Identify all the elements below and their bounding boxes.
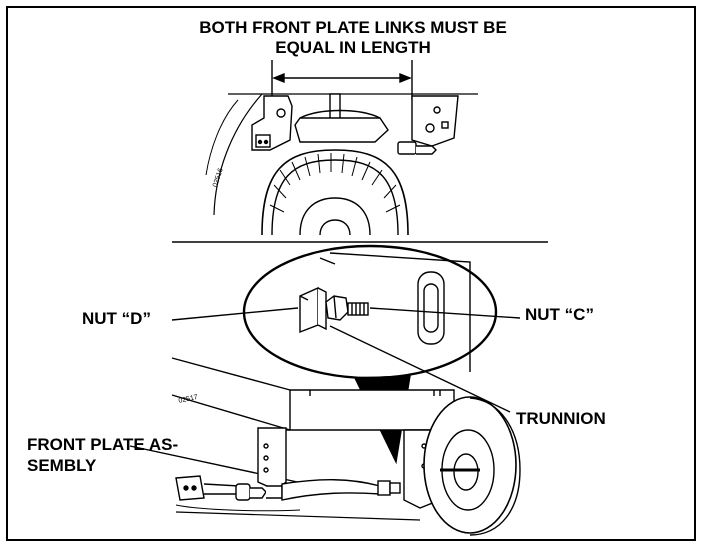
front-plate-assembly-label-line-1: FRONT PLATE AS- [27,435,179,454]
trunnion-label: TRUNNION [516,409,606,428]
nut-c-label: NUT “C” [525,305,594,324]
front-plate-link-rod [175,475,401,501]
length-dimension-arrow [271,60,413,100]
diagram-title-line-1: BOTH FRONT PLATE LINKS MUST BE [199,18,507,37]
diagram-title-line-2: EQUAL IN LENGTH [275,38,431,57]
front-plate-assembly-label-line-2: SEMBLY [27,456,97,475]
left-front-bracket [251,95,293,151]
right-front-bracket [397,95,459,155]
detail-magnifier [242,244,498,380]
front-tire-top-view [261,149,409,236]
left-deck-bracket [257,427,287,491]
threaded-stud [347,302,369,316]
figure-border [6,6,696,541]
front-tire [423,396,521,536]
trunnion-block [299,286,327,334]
nut-d-label: NUT “D” [82,309,151,328]
front-spindle [294,93,389,143]
